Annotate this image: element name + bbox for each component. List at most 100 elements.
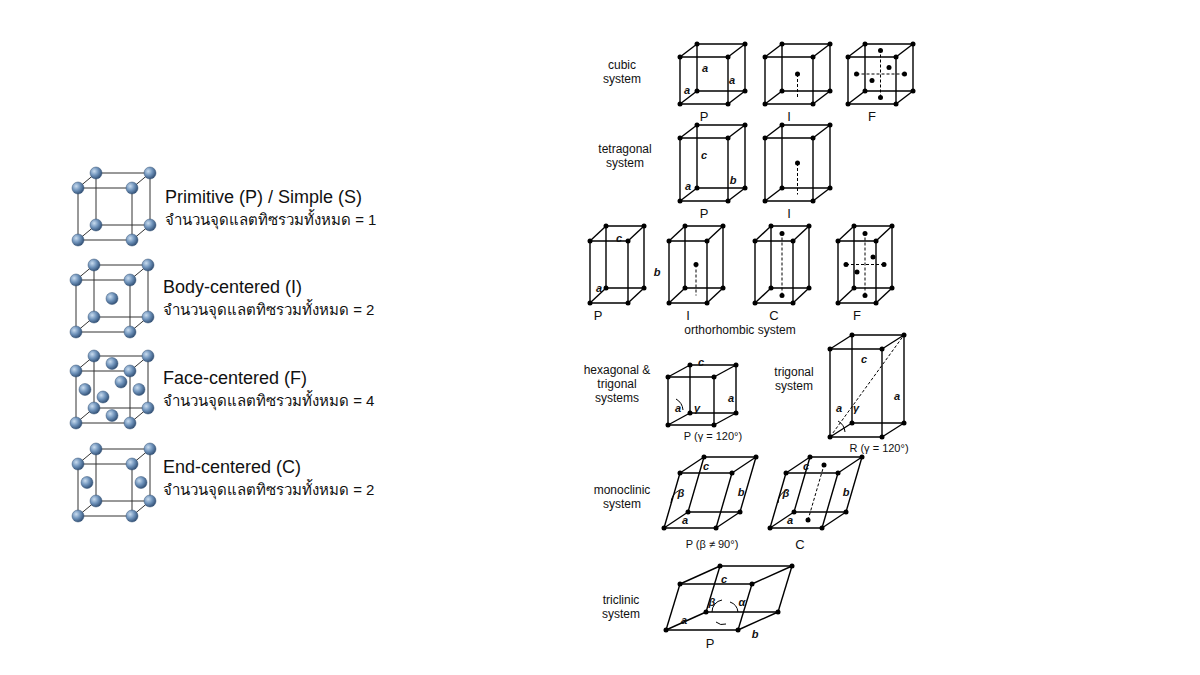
lattice-sphere (144, 495, 156, 507)
axis-letter: c (803, 460, 809, 473)
cell-edge (875, 241, 876, 303)
cell-edge (680, 137, 728, 138)
lattice-point (844, 262, 849, 267)
cell-edge (782, 124, 830, 125)
cell-edge (838, 457, 862, 473)
lattice-sphere (124, 274, 136, 286)
lattice-point (588, 301, 593, 306)
lattice-point (811, 136, 816, 141)
lattice-sphere (144, 443, 156, 455)
cell-edge (854, 287, 892, 288)
lattice-point (678, 471, 683, 476)
cell-edge (697, 90, 745, 91)
cell-edge (714, 413, 736, 425)
lattice-point (702, 455, 707, 460)
lattice-point (743, 186, 748, 191)
lattice-point (902, 421, 907, 426)
cell-edge (627, 241, 628, 303)
axis-letter: a (894, 390, 900, 403)
axis-letter: a (728, 392, 734, 405)
lattice-point (855, 270, 860, 275)
cell-edge (830, 423, 852, 437)
lattice-point (882, 262, 887, 267)
system-label: C (769, 309, 778, 324)
cell-edge (130, 280, 131, 332)
cell-edge (78, 516, 132, 517)
lattice-point (726, 136, 731, 141)
cell-edge (628, 226, 644, 241)
cell-edge (680, 472, 732, 473)
cell-edge (864, 44, 865, 91)
lattice-sphere (88, 311, 100, 323)
system-label: I (686, 309, 690, 324)
lattice-point (666, 375, 671, 380)
cell-edge (132, 188, 133, 240)
cell-edge (813, 125, 830, 138)
lattice-type-text: Primitive (P) / Simple (S) (165, 187, 362, 208)
lattice-sphere (70, 417, 82, 429)
lattice-point (688, 411, 693, 416)
cell-edge (764, 138, 765, 201)
cell-edge (685, 225, 723, 226)
cell-edge (78, 188, 132, 189)
cell-edge (770, 473, 786, 528)
axis-letter: γ (694, 402, 700, 415)
alpha-arc (730, 602, 738, 612)
lattice-point (712, 423, 717, 428)
lattice-type-text: จำนวนจุดแลตทิซรวมทั้งหมด = 1 (165, 211, 376, 228)
lattice-sphere (72, 182, 84, 194)
cell-edge (829, 44, 830, 91)
lattice-point (894, 55, 899, 60)
cell-edge (679, 57, 680, 104)
dashed-guide (797, 163, 798, 195)
lattice-point (828, 89, 833, 94)
cell-edge (838, 226, 854, 241)
lattice-point (807, 286, 812, 291)
lattice-point (780, 293, 785, 298)
cell-edge (680, 200, 728, 201)
cell-edge (782, 90, 830, 91)
cell-edge (697, 43, 745, 44)
cell-edge (865, 90, 913, 91)
cell-edge (628, 288, 644, 303)
cell-edge (680, 103, 728, 104)
lattice-point (642, 286, 647, 291)
lattice-point (860, 455, 865, 460)
axis-letter: b (843, 486, 850, 499)
lattice-point (754, 455, 759, 460)
lattice-point (604, 224, 609, 229)
lattice-point (811, 199, 816, 204)
cell-edge (765, 103, 813, 104)
cell-edge (876, 288, 892, 303)
lattice-point (736, 628, 741, 633)
cell-edge (752, 566, 792, 584)
cell-edge (891, 226, 892, 288)
lattice-point (902, 72, 907, 77)
cell-edge (94, 317, 148, 318)
lattice-point (890, 224, 895, 229)
lattice-point (874, 239, 879, 244)
lattice-point (887, 65, 892, 70)
axis-letter: β (678, 487, 685, 500)
axis-letter: β (783, 487, 790, 500)
cell-edge (668, 365, 690, 377)
cell-edge (738, 584, 752, 630)
cell-edge (590, 226, 606, 241)
lattice-sphere (144, 219, 156, 231)
cell-edge (851, 335, 852, 423)
cell-edge (754, 241, 755, 303)
lattice-point (768, 526, 773, 531)
cell-edge (837, 241, 838, 303)
lattice-point (694, 262, 699, 267)
lattice-point (828, 347, 833, 352)
lattice-point (836, 301, 841, 306)
cell-edge (812, 138, 813, 201)
lattice-point (678, 582, 683, 587)
lattice-sphere (142, 402, 154, 414)
axis-letter: a (702, 62, 708, 75)
lattice-point (870, 78, 875, 83)
lattice-point (753, 301, 758, 306)
cell-edge (76, 423, 130, 424)
cell-edge (764, 57, 765, 104)
